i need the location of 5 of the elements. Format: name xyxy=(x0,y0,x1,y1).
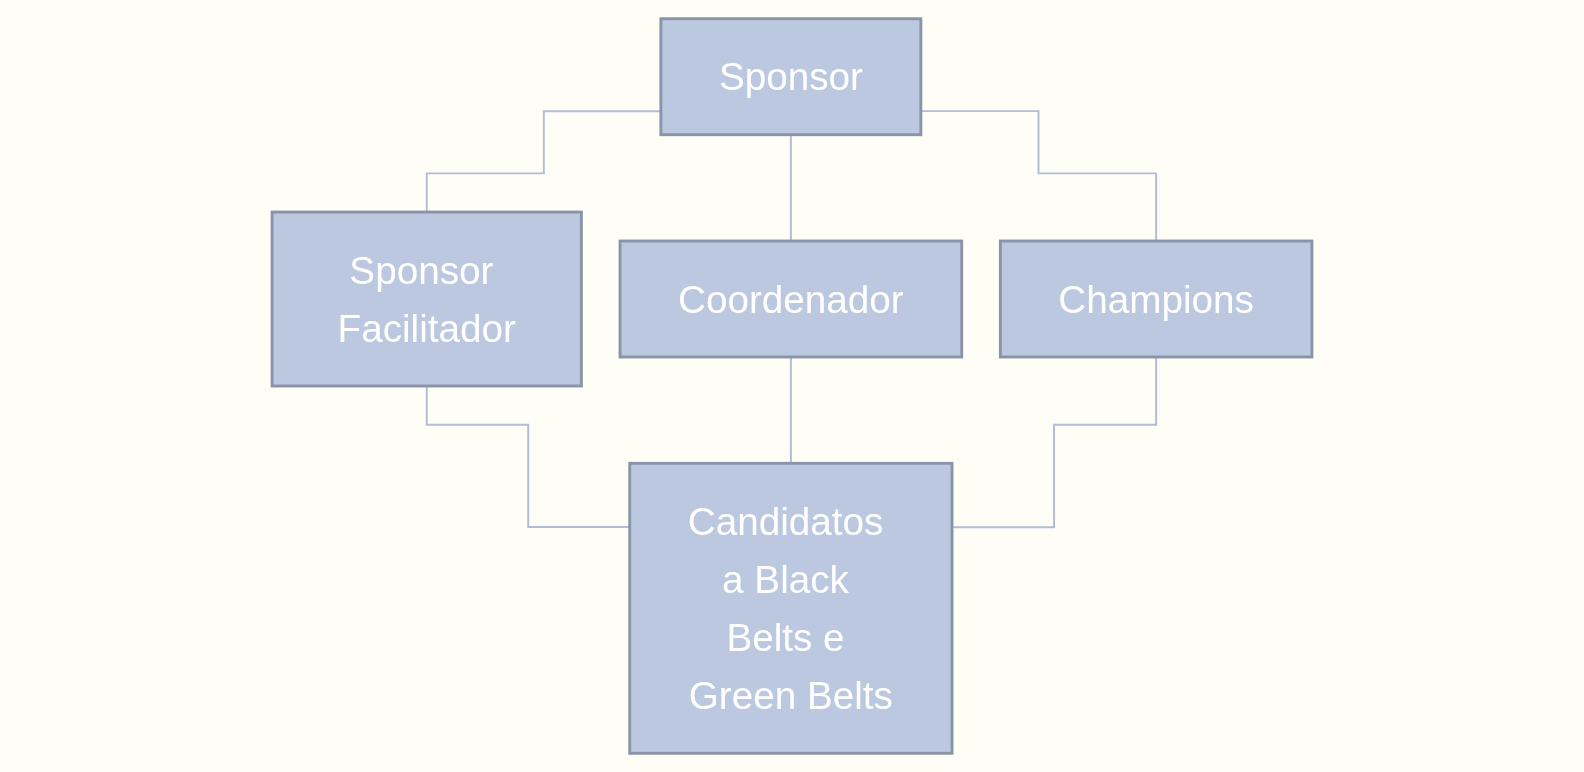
node-box: Sponsor xyxy=(659,17,923,137)
node-box: Coordenador xyxy=(618,239,964,359)
node-box: Candidatos a Black Belts e Green Belts xyxy=(628,461,954,755)
node-box: Sponsor Facilitador xyxy=(270,210,583,388)
node-box: Champions xyxy=(998,239,1314,359)
